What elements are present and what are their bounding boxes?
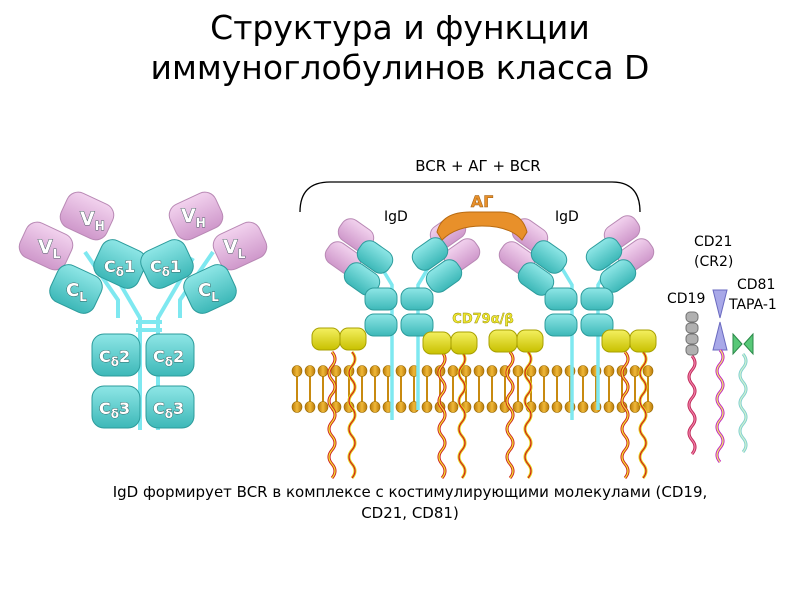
cd81-molecule <box>732 332 754 356</box>
title-line-1: Структура и функции <box>210 8 590 47</box>
igd-label-right: IgD <box>555 209 579 225</box>
cd79-dimers <box>311 327 657 355</box>
vh-domain-right <box>168 191 224 241</box>
cd81-label-line1: CD81 <box>737 277 775 293</box>
cd2-label-left: Cδ2 <box>99 347 130 369</box>
cd79-label: CD79α/β <box>452 312 513 327</box>
cd1-domain-right <box>140 239 194 289</box>
cd2-domain-right <box>145 333 195 377</box>
vh-label-right: VH <box>181 205 206 230</box>
vh-domain-left <box>59 191 115 241</box>
antigen-shape <box>436 211 528 241</box>
antigen-label: АГ <box>471 192 494 211</box>
cd3-domain-left <box>91 385 141 429</box>
igd-bcr-right <box>498 215 655 337</box>
title-line-2: иммуноглобулинов класса D <box>150 48 650 87</box>
cl-domain-left <box>49 264 103 314</box>
cd3-label-right: Cδ3 <box>153 399 184 421</box>
cd21-label-line1: CD21 <box>694 234 732 250</box>
vh-label-left: VH <box>80 208 105 233</box>
cd19-molecule <box>685 311 699 356</box>
vl-label-right: VL <box>223 236 246 261</box>
coreceptors: CD21 (CR2) CD19 CD81 TAPA-1 <box>667 234 777 463</box>
cl-domain-right <box>183 264 237 314</box>
caption-line-2: CD21, CD81) <box>361 504 459 522</box>
cd21-label-line2: (CR2) <box>694 254 733 270</box>
igd-bcr-left <box>324 215 481 337</box>
igd-antibody: VH VH VL VL CL CL Cδ1 Cδ1 Cδ2 Cδ2 Cδ3 Cδ… <box>18 191 268 430</box>
bcr-complex: BCR + АГ + BCR IgD IgD <box>291 157 657 479</box>
cl-label-left: CL <box>66 280 87 304</box>
bcr-bracket-label: BCR + АГ + BCR <box>415 157 540 175</box>
igd-label-left: IgD <box>384 209 408 225</box>
vl-domain-left <box>18 221 74 271</box>
vl-label-left: VL <box>38 236 61 261</box>
cd3-domain-right <box>145 385 195 429</box>
cd21-molecule <box>712 289 728 351</box>
page-title: Структура и функции иммуноглобулинов кла… <box>0 8 800 88</box>
cd19-label: CD19 <box>667 291 705 307</box>
cd2-label-right: Cδ2 <box>153 347 184 369</box>
cd1-label-left: Cδ1 <box>104 257 135 279</box>
cd79-helices <box>327 351 648 479</box>
cd3-label-left: Cδ3 <box>99 399 130 421</box>
cd1-domain-left <box>93 239 147 289</box>
caption-line-1: IgD формирует BCR в комплексе с костимул… <box>112 483 708 501</box>
cd81-label-line2: TAPA-1 <box>728 297 777 313</box>
cd2-domain-left <box>91 333 141 377</box>
vl-domain-right <box>212 221 268 271</box>
bcr-bracket <box>299 181 641 213</box>
cd1-label-right: Cδ1 <box>150 257 181 279</box>
cl-label-right: CL <box>198 280 219 304</box>
caption: IgD формирует BCR в комплексе с костимул… <box>100 482 720 524</box>
